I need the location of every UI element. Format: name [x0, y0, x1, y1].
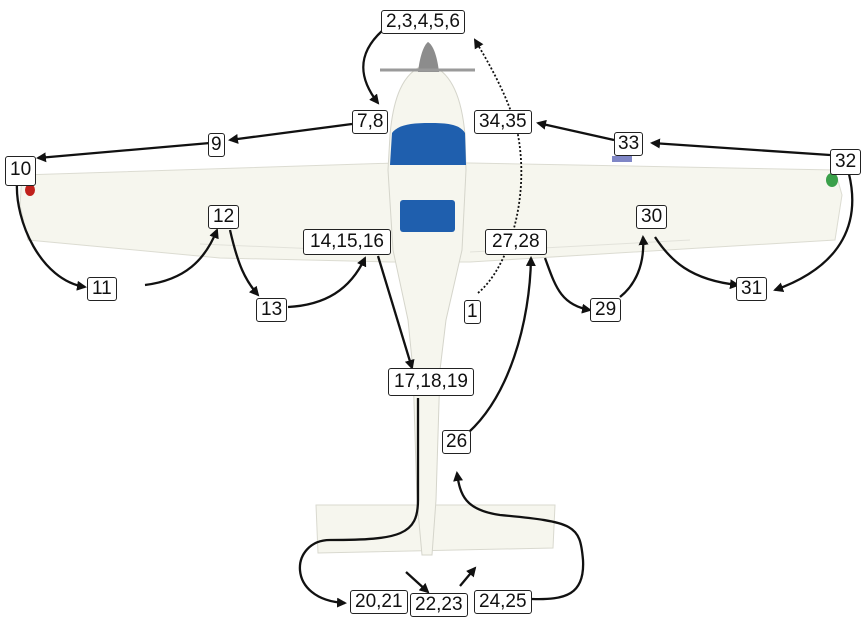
step-label-31: 31 [736, 277, 768, 301]
step-label-2-6: 2,3,4,5,6 [381, 10, 465, 34]
step-label-30: 30 [636, 205, 668, 229]
arrow-10-to-11 [15, 182, 87, 291]
step-label-9: 9 [208, 133, 225, 157]
arrow-26-to-27 [461, 256, 536, 439]
step-label-32: 32 [830, 149, 862, 175]
wing-antenna [612, 156, 632, 162]
step-label-20-21: 20,21 [350, 590, 408, 614]
arrow-14-to-17 [376, 255, 415, 370]
arrow-24-to-26 [453, 471, 585, 601]
fuselage [387, 64, 467, 556]
spinner [418, 42, 439, 72]
walkaround-dotted-path [473, 38, 523, 294]
step-label-33: 33 [614, 132, 644, 156]
arrow-29-to-30 [619, 235, 649, 298]
right-nav-light [826, 173, 838, 187]
arrow-2-to-7 [362, 29, 384, 105]
step-label-29: 29 [590, 298, 622, 322]
arrow-12-to-13 [228, 229, 260, 297]
left-nav-light [25, 184, 35, 196]
arrow-17-to-20 [298, 398, 420, 608]
arrow-13-to-14 [287, 256, 367, 309]
step-label-11: 11 [87, 277, 117, 301]
arrow-32-to-31 [773, 173, 854, 293]
step-label-26: 26 [442, 430, 472, 454]
arrow-11-to-12 [144, 228, 219, 287]
step-label-22-23: 22,23 [410, 593, 468, 617]
arrow-27-to-29 [543, 257, 592, 314]
arrow-22-to-24 [459, 566, 477, 587]
rear-window [400, 200, 455, 232]
arrow-30-to-31 [654, 236, 740, 290]
step-label-17-19: 17,18,19 [388, 368, 474, 396]
step-label-13: 13 [256, 298, 288, 322]
horizontal-stabilizer [315, 504, 556, 554]
step-label-10: 10 [5, 156, 37, 186]
step-label-27-28: 27,28 [485, 229, 547, 255]
arrow-20-to-22 [405, 571, 430, 594]
step-label-14-16: 14,15,16 [303, 229, 391, 255]
front-canopy [390, 123, 466, 165]
step-label-1: 1 [464, 300, 481, 324]
arrow-9-to-10 [36, 141, 211, 163]
arrow-32-to-33 [650, 138, 831, 157]
step-label-12: 12 [208, 205, 240, 229]
arrow-33-to-34 [536, 119, 615, 142]
step-label-34-35: 34,35 [474, 110, 532, 134]
arrow-7-to-9 [228, 122, 353, 144]
step-label-24-25: 24,25 [474, 590, 532, 614]
step-label-7-8: 7,8 [352, 110, 389, 134]
